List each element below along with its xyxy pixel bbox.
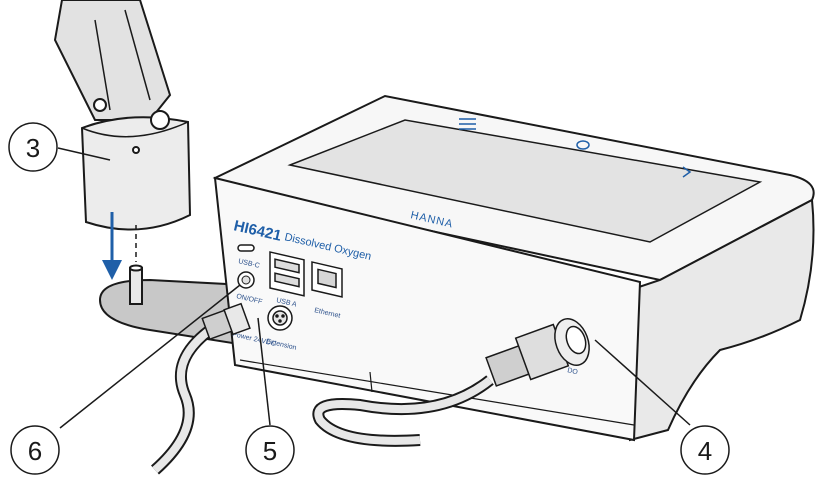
usb-a-label: USB A <box>276 297 298 309</box>
usb-c-label: USB-C <box>238 258 261 270</box>
svg-text:3: 3 <box>26 133 40 163</box>
svg-text:5: 5 <box>263 436 277 466</box>
display-screen <box>287 119 763 243</box>
extension-port[interactable] <box>267 305 293 331</box>
ok-key-icon <box>576 140 590 150</box>
callout-5: 5 <box>245 425 295 475</box>
menu-key-icon <box>459 118 476 130</box>
do-probe-cable <box>312 318 590 447</box>
callout-6: 6 <box>10 425 60 475</box>
insert-arrow <box>102 212 122 280</box>
callout-3: 3 <box>8 122 58 172</box>
usb-c-port[interactable] <box>237 244 255 252</box>
power-cable <box>150 302 251 475</box>
svg-text:4: 4 <box>698 436 712 466</box>
electrode-holder <box>53 0 192 231</box>
usb-a-port[interactable] <box>269 251 305 297</box>
callout-4: 4 <box>680 425 730 475</box>
leader-lines <box>57 147 691 429</box>
next-key-icon <box>682 166 692 178</box>
do-label: DO <box>567 367 579 376</box>
svg-text:6: 6 <box>28 436 42 466</box>
ethernet-port[interactable] <box>311 261 343 298</box>
